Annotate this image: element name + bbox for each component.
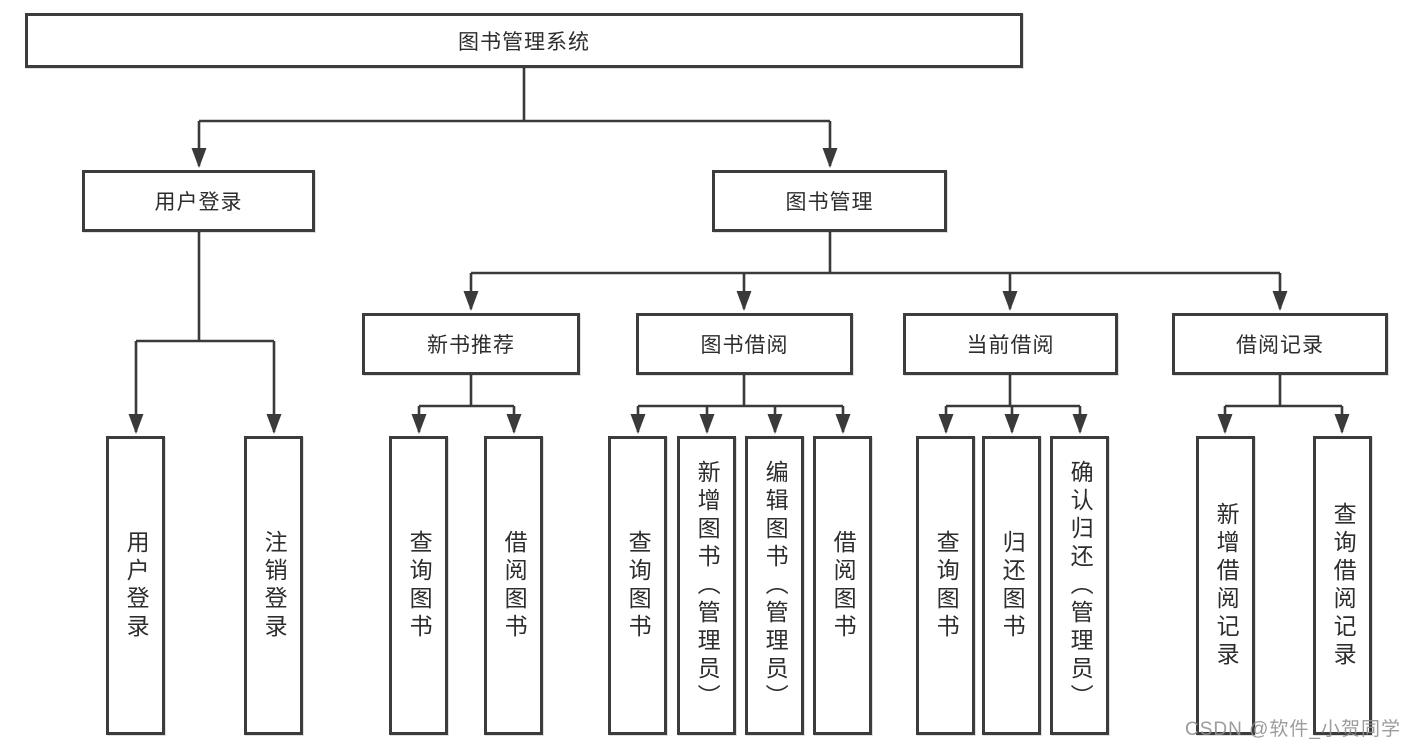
node-borrow-records: 借阅记录 (1172, 313, 1388, 375)
leaf-label: 新增图书（管理员） (694, 459, 721, 712)
node-library-management-system: 图书管理系统 (25, 13, 1023, 68)
leaf-label: 确认归还（管理员） (1067, 459, 1094, 712)
leaf-query-books-current: 查询图书 (916, 436, 975, 735)
leaf-borrow-books: 借阅图书 (813, 436, 872, 735)
node-label: 新书推荐 (427, 334, 515, 357)
node-user-login: 用户登录 (82, 170, 315, 232)
leaf-user-login: 用户登录 (106, 436, 165, 735)
node-label: 当前借阅 (966, 334, 1055, 357)
leaf-label: 查询图书 (933, 529, 960, 642)
node-label: 图书借阅 (700, 334, 789, 357)
node-label: 图书管理系统 (458, 30, 590, 54)
watermark-text: CSDN @软件_小贺同学 (1185, 719, 1401, 740)
leaf-add-books-admin: 新增图书（管理员） (677, 436, 736, 735)
leaf-label: 查询图书 (625, 529, 652, 642)
node-book-borrowing: 图书借阅 (636, 313, 853, 375)
leaf-logout: 注销登录 (244, 436, 303, 735)
leaf-query-books-borrowing: 查询图书 (608, 436, 667, 735)
leaf-add-borrow-record: 新增借阅记录 (1196, 436, 1255, 735)
leaf-label: 归还图书 (999, 529, 1026, 642)
leaf-label: 借阅图书 (830, 529, 857, 642)
leaf-label: 编辑图书（管理员） (762, 459, 789, 712)
node-label: 借阅记录 (1236, 334, 1324, 357)
leaf-borrow-books-recommend: 借阅图书 (484, 436, 543, 735)
leaf-edit-books-admin: 编辑图书（管理员） (745, 436, 804, 735)
leaf-confirm-return-admin: 确认归还（管理员） (1050, 436, 1109, 735)
node-current-borrowing: 当前借阅 (903, 313, 1118, 375)
node-label: 用户登录 (154, 191, 243, 214)
node-label: 图书管理 (785, 191, 874, 214)
leaf-query-borrow-record: 查询借阅记录 (1313, 436, 1372, 735)
leaf-label: 查询图书 (406, 529, 433, 642)
leaf-label: 用户登录 (123, 529, 150, 642)
leaf-label: 借阅图书 (501, 529, 528, 642)
leaf-query-books-recommend: 查询图书 (389, 436, 448, 735)
leaf-label: 注销登录 (261, 529, 288, 642)
leaf-label: 新增借阅记录 (1213, 501, 1240, 670)
node-new-book-recommend: 新书推荐 (362, 313, 580, 375)
leaf-return-books: 归还图书 (982, 436, 1041, 735)
node-book-management: 图书管理 (712, 170, 947, 232)
leaf-label: 查询借阅记录 (1330, 501, 1357, 670)
